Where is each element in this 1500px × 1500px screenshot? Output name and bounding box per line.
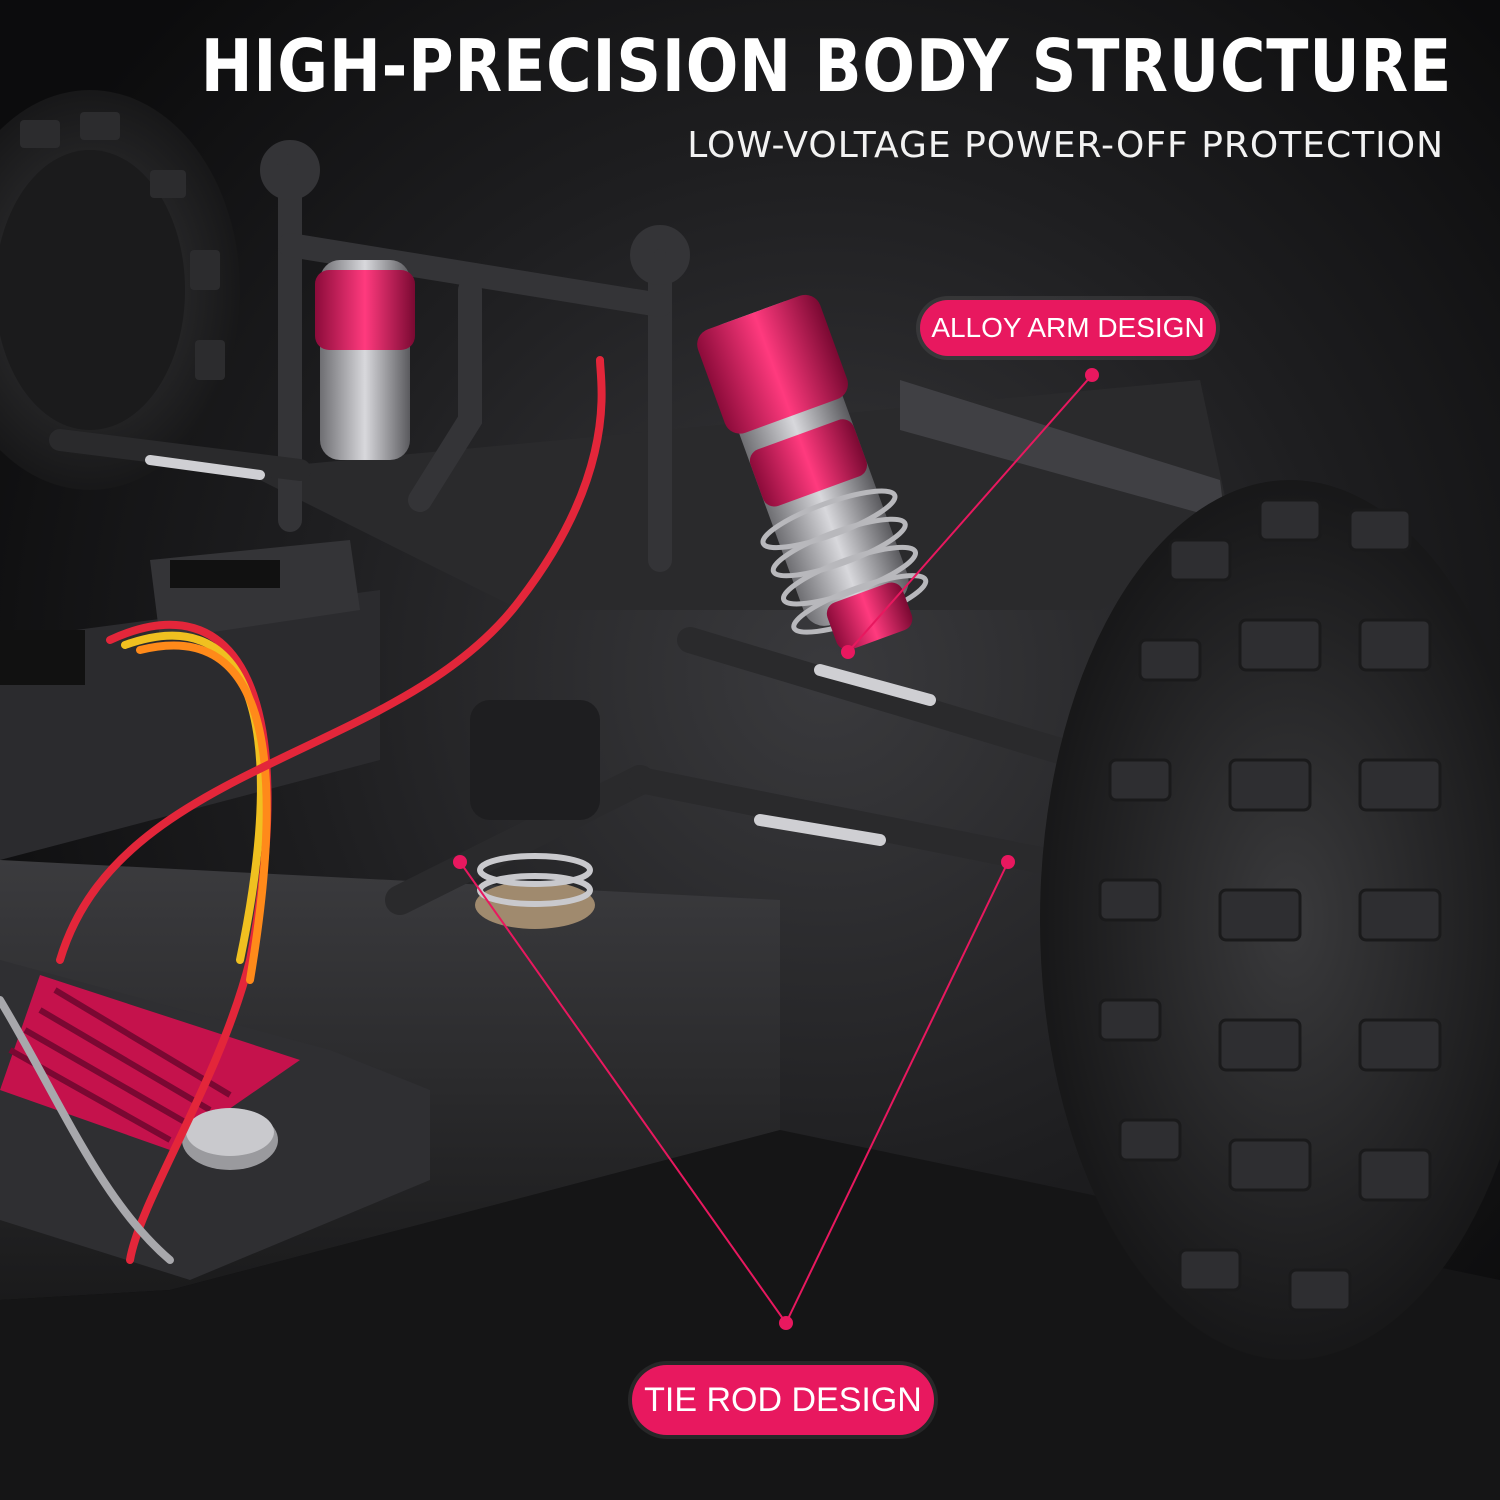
callout-alloy-arm-design: ALLOY ARM DESIGN bbox=[920, 300, 1216, 356]
front-right-tire bbox=[1040, 480, 1500, 1360]
callout-pointer-lines bbox=[459, 374, 1093, 1324]
body-post-frame bbox=[260, 140, 690, 572]
callout-tie-rod-design: TIE ROD DESIGN bbox=[632, 1365, 934, 1435]
servo-saver bbox=[470, 700, 600, 929]
rear-left-tire bbox=[0, 90, 240, 490]
receiver-box bbox=[0, 540, 380, 860]
rear-shock bbox=[315, 260, 415, 460]
callout-pointer-dots bbox=[453, 368, 1099, 1330]
servo-wires bbox=[0, 356, 606, 1264]
headline-title: HIGH-PRECISION BODY STRUCTURE bbox=[200, 24, 1452, 108]
esc-heatsink bbox=[0, 960, 430, 1280]
headline-subtitle: LOW-VOLTAGE POWER-OFF PROTECTION bbox=[687, 125, 1444, 166]
front-shock bbox=[697, 294, 929, 651]
